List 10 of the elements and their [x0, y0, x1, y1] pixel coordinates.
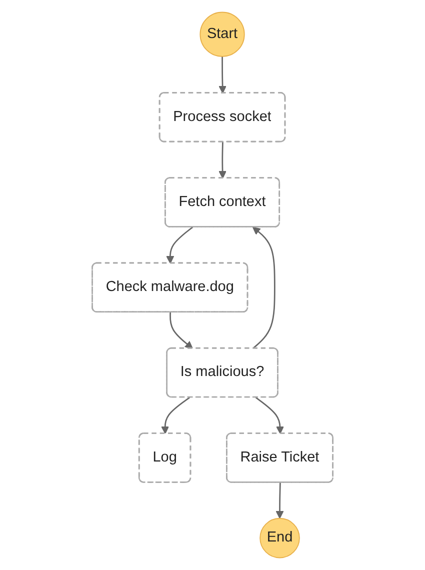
- arrow: [218, 56, 226, 94]
- node-circle: Start: [200, 12, 245, 57]
- arrow: [161, 396, 190, 434]
- arrow: [255, 396, 284, 434]
- arrow: [170, 312, 193, 349]
- arrow: [252, 226, 276, 350]
- arrow: [276, 482, 284, 519]
- arrow: [166, 226, 193, 264]
- arrow: [218, 142, 226, 179]
- node-circle: End: [260, 518, 300, 558]
